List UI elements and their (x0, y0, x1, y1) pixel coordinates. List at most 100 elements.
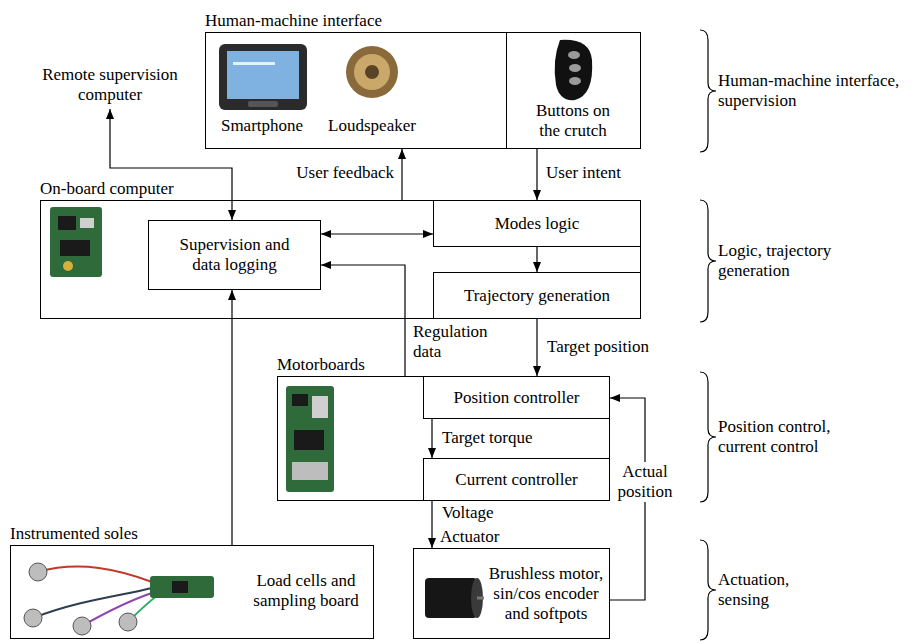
phone-screen (227, 51, 299, 99)
arrow-head (428, 538, 436, 548)
smartphone-picture (219, 44, 307, 110)
signal-label: Voltage (440, 503, 496, 523)
load-cell (24, 609, 42, 627)
interface-panel: Human-machine interfaceSmartphoneLoudspe… (205, 32, 641, 149)
item-label: Brushless motor, sin/cos encoder and sof… (485, 564, 607, 624)
crutch-handle (555, 40, 593, 100)
phone-body (219, 44, 307, 110)
layer-label: Actuation, sensing (718, 570, 808, 610)
chip (58, 216, 76, 230)
motor-shaft (477, 597, 484, 600)
speaker-rim (346, 46, 398, 98)
signal-label: User feedback (294, 163, 396, 183)
layer-label: Human-machine interface, supervision (718, 71, 911, 111)
board (286, 386, 334, 492)
signal-label: User intent (544, 163, 623, 183)
chip (294, 430, 324, 450)
braces (700, 30, 716, 640)
connector (292, 462, 328, 480)
brace (700, 540, 716, 640)
arrow-head (533, 190, 541, 200)
onboard-board-picture (50, 207, 102, 277)
panel-heading: Human-machine interface (205, 11, 382, 31)
arrow-head (533, 262, 541, 272)
connector-line (110, 109, 232, 220)
arrow-head (321, 261, 331, 269)
connector-line (321, 233, 433, 234)
connector (321, 230, 433, 238)
connector (533, 319, 541, 376)
arrow-head (423, 230, 433, 238)
process-box: Modes logic (433, 200, 641, 247)
box-label: Trajectory generation (434, 286, 640, 306)
signal-label: Actual position (616, 462, 675, 502)
box-label: Remote supervision computer (30, 65, 190, 105)
connector (312, 396, 328, 418)
process-box: Supervision and data logging (148, 220, 321, 290)
arrow-head (228, 290, 236, 300)
wire (82, 592, 155, 626)
onboard-computer-panel: On-board computerSupervision and data lo… (40, 200, 641, 319)
item-label: Load cells and sampling board (244, 571, 368, 611)
signal-label: Target position (545, 337, 651, 357)
arrow-head (398, 149, 406, 159)
panel-heading: Instrumented soles (10, 524, 138, 544)
panel-heading: On-board computer (40, 179, 174, 199)
panel-heading: Actuator (440, 527, 499, 547)
crutch-button (568, 51, 580, 59)
connector (228, 290, 236, 545)
connector (533, 247, 541, 272)
crutch-button (569, 77, 581, 85)
phone-strap (248, 101, 278, 107)
connector-line (231, 290, 232, 545)
brace (700, 372, 716, 502)
remote-computer: Remote supervision computer (30, 61, 190, 109)
arrow-head (228, 210, 236, 220)
process-box: Current controller (423, 458, 610, 501)
component (63, 261, 73, 271)
sampling-board (150, 576, 214, 598)
board (50, 207, 102, 277)
connector (398, 149, 406, 200)
item-label: Loudspeaker (318, 116, 426, 136)
load-cell (29, 563, 47, 581)
phone-screen-line (233, 62, 275, 65)
motorboard-picture (286, 386, 334, 492)
connector (533, 148, 541, 200)
soles-panel: Instrumented solesLoad cells and samplin… (10, 545, 374, 639)
motor-face (471, 578, 483, 618)
load-cell (73, 617, 91, 635)
brace (700, 30, 716, 152)
box-label: Position controller (424, 388, 609, 408)
loudspeaker-picture (346, 46, 398, 98)
soles-picture (24, 563, 214, 635)
connector (80, 218, 94, 228)
wire (38, 567, 152, 582)
panel-heading: Motorboards (277, 355, 365, 375)
motor-body (425, 578, 477, 618)
load-cell (119, 613, 137, 631)
signal-label: Regulation data (411, 322, 490, 362)
arrow-head (106, 109, 114, 119)
chip (172, 581, 188, 593)
motor-picture (425, 578, 484, 618)
box-label: Supervision and data logging (170, 235, 300, 275)
crutch-button (569, 64, 581, 72)
speaker-cone (354, 54, 390, 90)
button-panel: Buttons on the crutch (506, 33, 640, 148)
signal-label: Target torque (440, 428, 535, 448)
chip (292, 394, 308, 406)
layer-label: Position control, current control (718, 417, 858, 457)
brace (700, 200, 716, 322)
process-box: Position controller (423, 376, 610, 419)
arrow-head (533, 366, 541, 376)
wire (33, 588, 152, 618)
item-label: Buttons on the crutch (528, 101, 618, 141)
item-label: Smartphone (212, 116, 312, 136)
arrow-head (321, 230, 331, 238)
arrow-head (610, 394, 620, 402)
process-box: Trajectory generation (433, 272, 641, 319)
crutch-buttons-picture (555, 40, 593, 100)
